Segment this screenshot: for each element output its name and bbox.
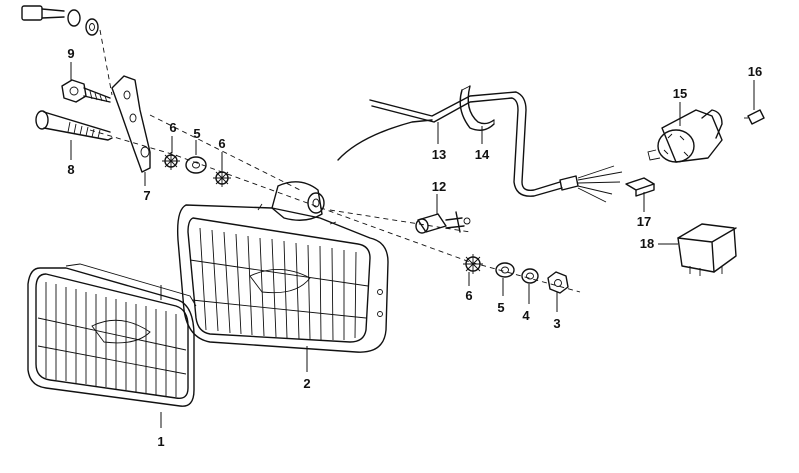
part-9-nut-bolt: [61, 79, 111, 103]
part-5-washer-upper: [185, 156, 207, 174]
part-6-lock-washer-upper-a: [162, 152, 180, 170]
part-13-wiring-harness: [337, 91, 623, 203]
callout-part-18: 18: [640, 236, 654, 251]
part-17-connector: [625, 177, 655, 197]
callout-part-14: 14: [475, 147, 490, 162]
callout-part-2: 2: [303, 376, 310, 391]
part-18-relay: [677, 223, 737, 276]
callout-part-1: 1: [157, 434, 164, 449]
part-3-nut: [547, 271, 569, 294]
callout-part-15: 15: [673, 86, 687, 101]
part-6-lock-washer-upper-b: [213, 169, 231, 187]
part-14-clip: [459, 85, 495, 131]
callout-part-4: 4: [522, 308, 530, 323]
callout-part-6-upper-right: 6: [218, 136, 225, 151]
callout-part-16: 16: [748, 64, 762, 79]
callout-part-8: 8: [67, 162, 74, 177]
callout-part-9: 9: [67, 46, 74, 61]
callout-part-5-upper: 5: [193, 126, 200, 141]
part-4-washer: [521, 268, 539, 284]
part-16-terminal: [744, 109, 765, 125]
callout-part-12: 12: [432, 179, 446, 194]
part-7-mounting-bracket: [111, 75, 151, 173]
leader-lines: [70, 62, 755, 428]
callout-part-17: 17: [637, 214, 651, 229]
part-8-long-bolt: [35, 110, 113, 141]
part-2-fog-light-housing: [176, 181, 389, 353]
callout-part-6-upper-left: 6: [169, 120, 176, 135]
top-bolt-and-washers: [21, 5, 99, 36]
callout-part-6-lower: 6: [465, 288, 472, 303]
callout-labels: 1 2 3 4 5 5 6 6 6 7 8 9 12 13 14 15 16 1…: [67, 46, 762, 449]
callout-part-13: 13: [432, 147, 446, 162]
callout-part-3: 3: [553, 316, 560, 331]
callout-part-7: 7: [143, 188, 150, 203]
part-1-front-lens: [27, 263, 197, 407]
part-15-switch: [647, 109, 723, 163]
part-6-lock-washer-lower: [463, 254, 483, 274]
part-12-bulb: [415, 211, 471, 234]
callout-part-5-lower: 5: [497, 300, 504, 315]
part-5-washer-lower: [495, 262, 515, 278]
